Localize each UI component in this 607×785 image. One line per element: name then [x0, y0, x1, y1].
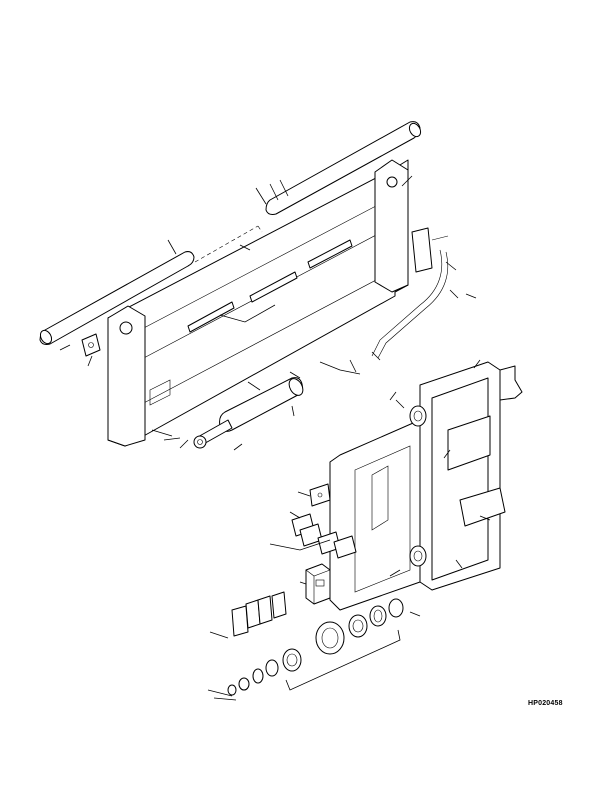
sideshift-frame	[329, 361, 523, 611]
wear-pads	[291, 513, 357, 559]
left-shaft	[39, 251, 195, 345]
hydraulic-cylinder	[193, 377, 304, 449]
upper-shaft	[265, 121, 422, 215]
leader-lines	[59, 175, 491, 701]
carriage-frame	[107, 159, 409, 447]
hydraulic-hoses	[371, 227, 449, 359]
assembly-bracket-line	[285, 629, 401, 691]
shims	[231, 591, 287, 637]
figure-id-label: HP020458	[528, 700, 563, 707]
roller-assembly	[227, 598, 404, 696]
bracket	[309, 483, 331, 507]
bearing-block	[305, 563, 331, 605]
small-plate	[81, 333, 101, 357]
